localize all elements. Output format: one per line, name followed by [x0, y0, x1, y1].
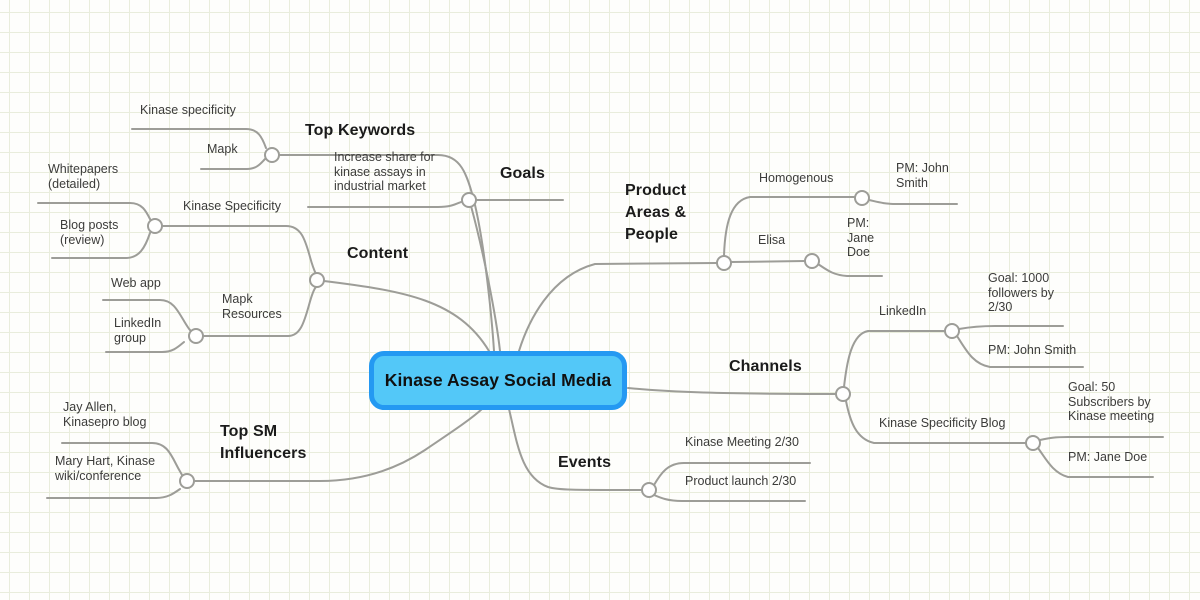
- node-linkedin-pm[interactable]: PM: John Smith: [988, 343, 1077, 357]
- connector-linkedin-pm: [956, 335, 1084, 368]
- node-web-app[interactable]: Web app: [111, 276, 161, 290]
- connector-homogenous-pm: [868, 199, 958, 205]
- node-linkedin[interactable]: LinkedIn: [879, 304, 927, 318]
- kinase-specificity-junction[interactable]: [147, 218, 163, 234]
- ks-blog-junction[interactable]: [1025, 435, 1041, 451]
- node-ks-blog-pm[interactable]: PM: Jane Doe: [1068, 450, 1148, 464]
- connector-ks-blog-goal: [1039, 436, 1164, 441]
- connector-top-keywords: [278, 154, 495, 352]
- channels-junction[interactable]: [835, 386, 851, 402]
- topic-top-sm-influencers[interactable]: Top SM Influencers: [220, 423, 307, 462]
- node-product-launch[interactable]: Product launch 2/30: [685, 474, 797, 488]
- connector-linkedin-goal: [958, 325, 1064, 330]
- connector-product-launch: [653, 494, 806, 502]
- node-kinase-meeting[interactable]: Kinase Meeting 2/30: [685, 435, 799, 449]
- node-elisa-pm[interactable]: PM: Jane Doe: [847, 216, 875, 259]
- connector-increase-share: [307, 201, 462, 208]
- connector-kinase-specificity-kw: [131, 128, 267, 149]
- connector-content: [323, 280, 490, 352]
- node-homogenous-pm[interactable]: PM: John Smith: [896, 161, 949, 190]
- connector-mapk: [200, 158, 266, 170]
- node-mapk[interactable]: Mapk: [207, 142, 238, 156]
- connector-product-areas: [518, 262, 718, 352]
- connector-jay-allen: [61, 442, 183, 476]
- connector-linkedin: [843, 330, 946, 388]
- node-mary-hart[interactable]: Mary Hart, Kinase wiki/conference: [55, 454, 156, 483]
- connector-top-sm: [193, 408, 483, 482]
- topic-content[interactable]: Content: [347, 245, 409, 262]
- connector-homogenous: [723, 196, 856, 257]
- connector-whitepapers: [37, 202, 151, 220]
- top-sm-junction[interactable]: [179, 473, 195, 489]
- linkedin-junction[interactable]: [944, 323, 960, 339]
- connector-kinase-specificity-content: [161, 225, 317, 275]
- node-linkedin-goal[interactable]: Goal: 1000 followers by 2/30: [988, 271, 1054, 314]
- connector-goals: [470, 205, 501, 352]
- connector-channels: [627, 387, 837, 395]
- topic-top-keywords[interactable]: Top Keywords: [305, 122, 416, 139]
- connector-ks-blog: [845, 400, 1027, 444]
- connector-linkedin-group: [105, 341, 185, 353]
- connector-mapk-resources: [202, 286, 317, 337]
- connector-web-app: [102, 299, 191, 331]
- node-ks-blog[interactable]: Kinase Specificity Blog: [879, 416, 1006, 430]
- node-whitepapers[interactable]: Whitepapers (detailed): [48, 162, 119, 191]
- topic-product-areas[interactable]: Product Areas & People: [625, 182, 687, 243]
- topic-goals[interactable]: Goals: [500, 165, 545, 182]
- node-elisa[interactable]: Elisa: [758, 233, 786, 247]
- node-blog-posts[interactable]: Blog posts (review): [60, 218, 119, 247]
- connector-kinase-meeting: [653, 462, 811, 486]
- top-keywords-junction[interactable]: [264, 147, 280, 163]
- node-linkedin-group[interactable]: LinkedIn group: [114, 316, 162, 345]
- node-increase-share[interactable]: Increase share for kinase assays in indu…: [334, 150, 435, 193]
- node-jay-allen[interactable]: Jay Allen, Kinasepro blog: [63, 400, 147, 429]
- node-kinase-specificity-kw[interactable]: Kinase specificity: [140, 103, 236, 117]
- node-mapk-resources[interactable]: Mapk Resources: [222, 292, 282, 321]
- connector-events: [508, 408, 643, 491]
- events-junction[interactable]: [641, 482, 657, 498]
- elisa-junction[interactable]: [804, 253, 820, 269]
- product-areas-junction[interactable]: [716, 255, 732, 271]
- node-kinase-specificity-content[interactable]: Kinase Specificity: [183, 199, 281, 213]
- connector-mary-hart: [46, 488, 181, 499]
- node-ks-blog-goal[interactable]: Goal: 50 Subscribers by Kinase meeting: [1068, 380, 1155, 423]
- connector-elisa: [730, 260, 806, 263]
- topic-channels[interactable]: Channels: [729, 358, 802, 375]
- central-topic[interactable]: Kinase Assay Social Media: [369, 351, 627, 410]
- node-homogenous[interactable]: Homogenous: [759, 171, 834, 185]
- connector-elisa-pm: [817, 263, 883, 277]
- connector-blog-posts: [51, 232, 151, 259]
- mapk-resources-junction[interactable]: [188, 328, 204, 344]
- homogenous-junction[interactable]: [854, 190, 870, 206]
- connector-ks-blog-pm: [1037, 447, 1154, 478]
- goals-junction[interactable]: [461, 192, 477, 208]
- content-junction[interactable]: [309, 272, 325, 288]
- topic-events[interactable]: Events: [558, 454, 612, 471]
